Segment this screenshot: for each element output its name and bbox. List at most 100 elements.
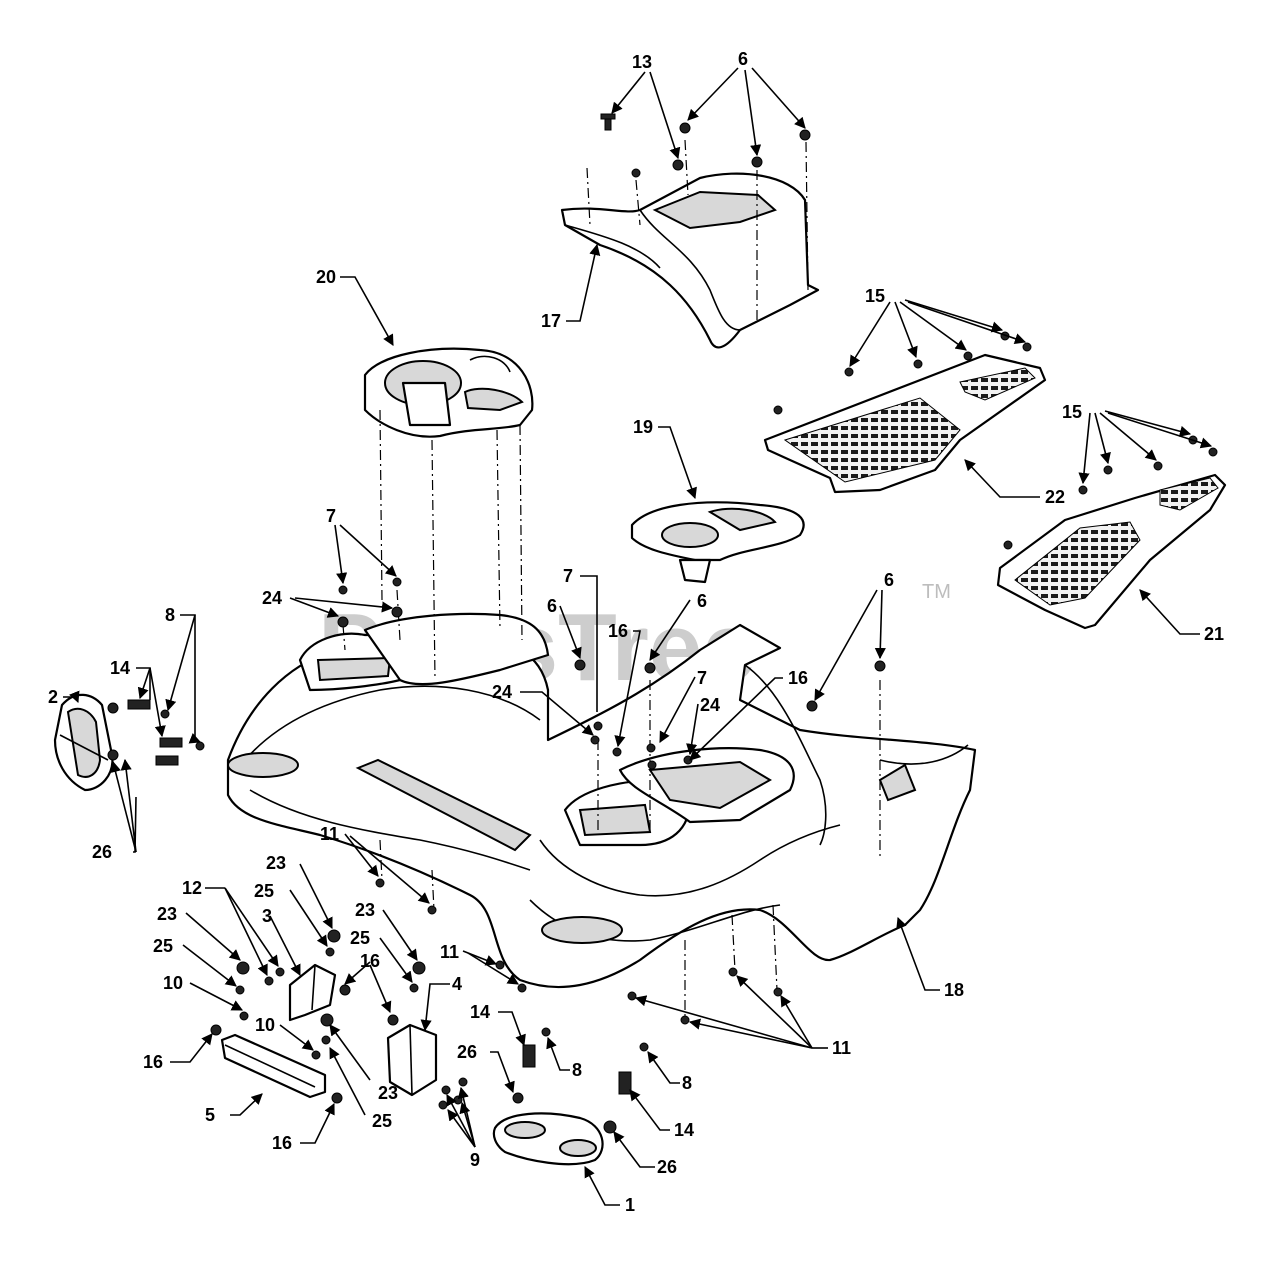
- part-20-left-console: [363, 347, 534, 438]
- callout-22: 22: [1045, 487, 1065, 507]
- bulb: [639, 1042, 649, 1052]
- callout-6: 6: [738, 49, 748, 69]
- bolt: [627, 991, 637, 1001]
- callout-8: 8: [572, 1060, 582, 1080]
- socket: [522, 1044, 536, 1068]
- part-18-body: [226, 612, 977, 989]
- leader-lines: [63, 67, 1213, 1206]
- socket: [127, 699, 151, 710]
- callout-11: 11: [832, 1038, 851, 1058]
- callout-8: 8: [682, 1073, 692, 1093]
- callout-26: 26: [92, 842, 112, 862]
- part-21-floor-mat: [996, 473, 1227, 630]
- bulb: [195, 741, 205, 751]
- part-3-bracket: [288, 963, 337, 1022]
- nut: [751, 156, 763, 168]
- callout-14: 14: [674, 1120, 694, 1140]
- callout-23: 23: [157, 904, 177, 924]
- callout-21: 21: [1204, 624, 1224, 644]
- bolt: [963, 351, 973, 361]
- bolt: [1103, 465, 1113, 475]
- callout-25: 25: [372, 1111, 392, 1131]
- clip: [339, 984, 351, 996]
- callout-6: 6: [884, 570, 894, 590]
- bolt: [517, 983, 527, 993]
- callout-11: 11: [440, 942, 459, 962]
- callout-2: 2: [48, 687, 58, 707]
- bolt: [1153, 461, 1163, 471]
- callout-14: 14: [470, 1002, 490, 1022]
- bulb: [541, 1027, 551, 1037]
- fasteners: [107, 113, 1218, 1134]
- callout-26: 26: [457, 1042, 477, 1062]
- callout-7: 7: [697, 668, 707, 688]
- callout-23: 23: [378, 1083, 398, 1103]
- screw: [453, 1095, 463, 1105]
- nut: [806, 700, 818, 712]
- washer: [590, 735, 600, 745]
- bulb: [160, 709, 170, 719]
- callout-25: 25: [153, 936, 173, 956]
- nut: [327, 929, 341, 943]
- washer: [647, 760, 657, 770]
- bolt: [1078, 485, 1088, 495]
- bolt: [427, 905, 437, 915]
- bolt: [1003, 540, 1013, 550]
- screw: [441, 1085, 451, 1095]
- callout-15: 15: [1062, 402, 1082, 422]
- callout-7: 7: [563, 566, 573, 586]
- clip: [264, 976, 274, 986]
- socket: [159, 737, 183, 748]
- nut: [574, 659, 586, 671]
- washer: [337, 616, 349, 628]
- bolt: [844, 367, 854, 377]
- spacer: [409, 983, 419, 993]
- callout-5: 5: [205, 1105, 215, 1125]
- nut: [412, 961, 426, 975]
- bolt: [593, 721, 603, 731]
- nut: [644, 662, 656, 674]
- bolt: [773, 987, 783, 997]
- callout-11: 11: [320, 824, 339, 844]
- bolt: [680, 1015, 690, 1025]
- alignment-lines: [342, 139, 881, 1018]
- screw: [458, 1077, 468, 1087]
- clip: [210, 1024, 222, 1036]
- callout-23: 23: [355, 900, 375, 920]
- bolt: [338, 585, 348, 595]
- bolt: [728, 967, 738, 977]
- spacer: [325, 947, 335, 957]
- part-5-bar: [220, 1033, 327, 1099]
- callout-6: 6: [697, 591, 707, 611]
- grommet: [107, 702, 119, 714]
- callout-26: 26: [657, 1157, 677, 1177]
- clip: [387, 1014, 399, 1026]
- callout-8: 8: [165, 605, 175, 625]
- nut: [874, 660, 886, 672]
- callout-10: 10: [163, 973, 183, 993]
- clip: [275, 967, 285, 977]
- nut: [799, 129, 811, 141]
- callout-18: 18: [944, 980, 964, 1000]
- bolt: [495, 960, 505, 970]
- screw: [239, 1011, 249, 1021]
- spacer: [321, 1035, 331, 1045]
- callout-16: 16: [608, 621, 628, 641]
- callout-12: 12: [182, 878, 202, 898]
- grommet: [107, 749, 119, 761]
- callout-24: 24: [262, 588, 282, 608]
- washer: [391, 606, 403, 618]
- nut: [679, 122, 691, 134]
- watermark-trademark: TM: [922, 581, 951, 603]
- callout-16: 16: [272, 1133, 292, 1153]
- bolt: [631, 168, 641, 178]
- callout-16: 16: [360, 951, 380, 971]
- callout-4: 4: [452, 974, 462, 994]
- callout-3: 3: [262, 906, 272, 926]
- callout-10: 10: [255, 1015, 275, 1035]
- callout-20: 20: [316, 267, 336, 287]
- bolt: [392, 577, 402, 587]
- bolt: [773, 405, 783, 415]
- callout-7: 7: [326, 506, 336, 526]
- callout-23: 23: [266, 853, 286, 873]
